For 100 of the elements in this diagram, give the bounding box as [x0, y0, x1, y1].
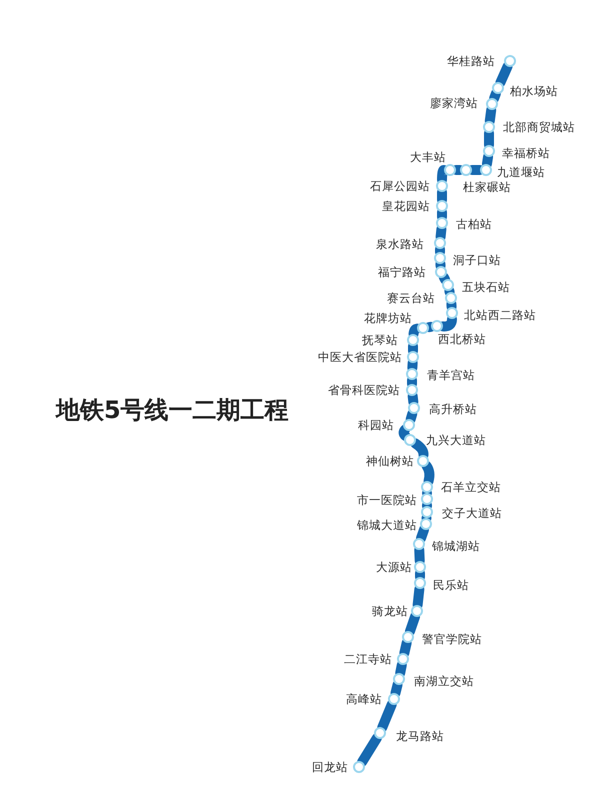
metro-line-segment [482, 152, 494, 170]
station-label: 九道堰站 [497, 165, 545, 179]
station-marker [444, 164, 456, 176]
metro-line-segment [495, 61, 513, 88]
station-marker [445, 292, 457, 304]
station-label: 科园站 [358, 418, 394, 432]
station-label: 皇花园站 [382, 199, 430, 213]
station-marker [436, 217, 448, 229]
station-label: 福宁路站 [378, 265, 426, 279]
station-label: 市一医院站 [357, 493, 417, 507]
station-label: 青羊宫站 [427, 368, 475, 382]
station-label: 南湖立交站 [414, 674, 474, 688]
station-marker [436, 180, 448, 192]
station-label: 高升桥站 [429, 402, 477, 416]
station-label: 警官学院站 [422, 632, 482, 646]
station-label: 石犀公园站 [370, 179, 430, 193]
metro-line-segment [424, 322, 436, 332]
station-label: 神仙树站 [366, 454, 414, 468]
station-label: 石羊立交站 [441, 480, 501, 494]
station-marker [406, 384, 418, 396]
station-marker [435, 266, 447, 278]
station-label: 西北桥站 [438, 332, 486, 346]
station-marker [492, 82, 504, 94]
metro-line-segment [414, 545, 425, 566]
metro-line-segment [398, 424, 410, 442]
station-marker [353, 761, 365, 773]
station-label: 龙马路站 [396, 729, 444, 743]
station-marker [417, 322, 429, 334]
station-label: 中医大省医院站 [318, 350, 402, 364]
station-label: 大源站 [376, 560, 412, 574]
metro-line-segment [395, 660, 407, 678]
station-marker [483, 121, 495, 133]
station-marker [407, 334, 419, 346]
metro-line-segment [404, 612, 420, 636]
station-marker [434, 252, 446, 264]
station-label: 北站西二路站 [464, 308, 536, 322]
station-label: 花牌坊站 [364, 311, 412, 325]
station-marker [421, 506, 433, 518]
station-marker [434, 237, 446, 249]
metro-line-segment [489, 88, 501, 104]
station-label: 二江寺站 [344, 652, 392, 666]
station-marker [442, 279, 454, 291]
station-marker [480, 164, 492, 176]
metro-line-segment [399, 638, 412, 658]
station-label: 赛云台站 [387, 291, 435, 305]
station-marker [411, 605, 423, 617]
metro-line-segment [357, 733, 382, 767]
metro-line-segment [406, 408, 418, 424]
station-marker [406, 368, 418, 380]
station-label: 古柏站 [456, 217, 492, 231]
station-marker [413, 538, 425, 550]
station-label: 锦城大道站 [357, 518, 417, 532]
metro-line-segment [390, 680, 403, 698]
station-label: 五块石站 [462, 280, 510, 294]
station-label: 北部商贸城站 [503, 120, 575, 134]
metro-line-segment [438, 272, 450, 285]
station-label: 抚琴站 [362, 333, 398, 347]
station-marker [504, 55, 516, 67]
station-marker [414, 561, 426, 573]
station-label: 幸福桥站 [502, 146, 550, 160]
metro-line-segment [444, 286, 455, 298]
station-marker [420, 518, 432, 530]
station-label: 华桂路站 [447, 54, 495, 68]
station-label: 洞子口站 [453, 253, 501, 267]
station-marker [483, 145, 495, 157]
station-marker [404, 434, 416, 446]
station-marker [403, 419, 415, 431]
station-label: 高峰站 [346, 692, 382, 706]
station-marker [486, 98, 498, 110]
station-marker [421, 481, 433, 493]
map-title: 地铁5号线一二期工程 [56, 395, 289, 425]
station-label: 骑龙站 [372, 604, 408, 618]
station-marker [397, 653, 409, 665]
station-marker [402, 631, 414, 643]
station-label: 省骨科医院站 [328, 383, 400, 397]
metro-line-segment [446, 299, 457, 312]
metro-line-segment [416, 524, 430, 544]
station-marker [446, 307, 458, 319]
station-marker [417, 455, 429, 467]
station-label: 九兴大道站 [426, 433, 486, 447]
station-marker [407, 351, 419, 363]
station-marker [436, 200, 448, 212]
station-marker [460, 164, 472, 176]
station-label: 民乐站 [433, 578, 469, 592]
station-label: 锦城湖站 [432, 539, 480, 553]
metro-line-segment [407, 358, 418, 373]
metro-line-segment [377, 700, 397, 732]
station-marker [431, 320, 443, 332]
station-label: 柏水场站 [510, 84, 558, 98]
station-marker [408, 402, 420, 414]
station-marker [374, 727, 386, 739]
metro-line-segment [422, 460, 434, 486]
station-label: 廖家湾站 [430, 96, 478, 110]
station-label: 泉水路站 [376, 237, 424, 251]
station-label: 交子大道站 [442, 506, 502, 520]
station-label: 大丰站 [410, 150, 446, 164]
station-label: 杜家碾站 [463, 180, 511, 194]
station-marker [393, 673, 405, 685]
station-marker [388, 693, 400, 705]
station-label: 回龙站 [312, 760, 348, 774]
